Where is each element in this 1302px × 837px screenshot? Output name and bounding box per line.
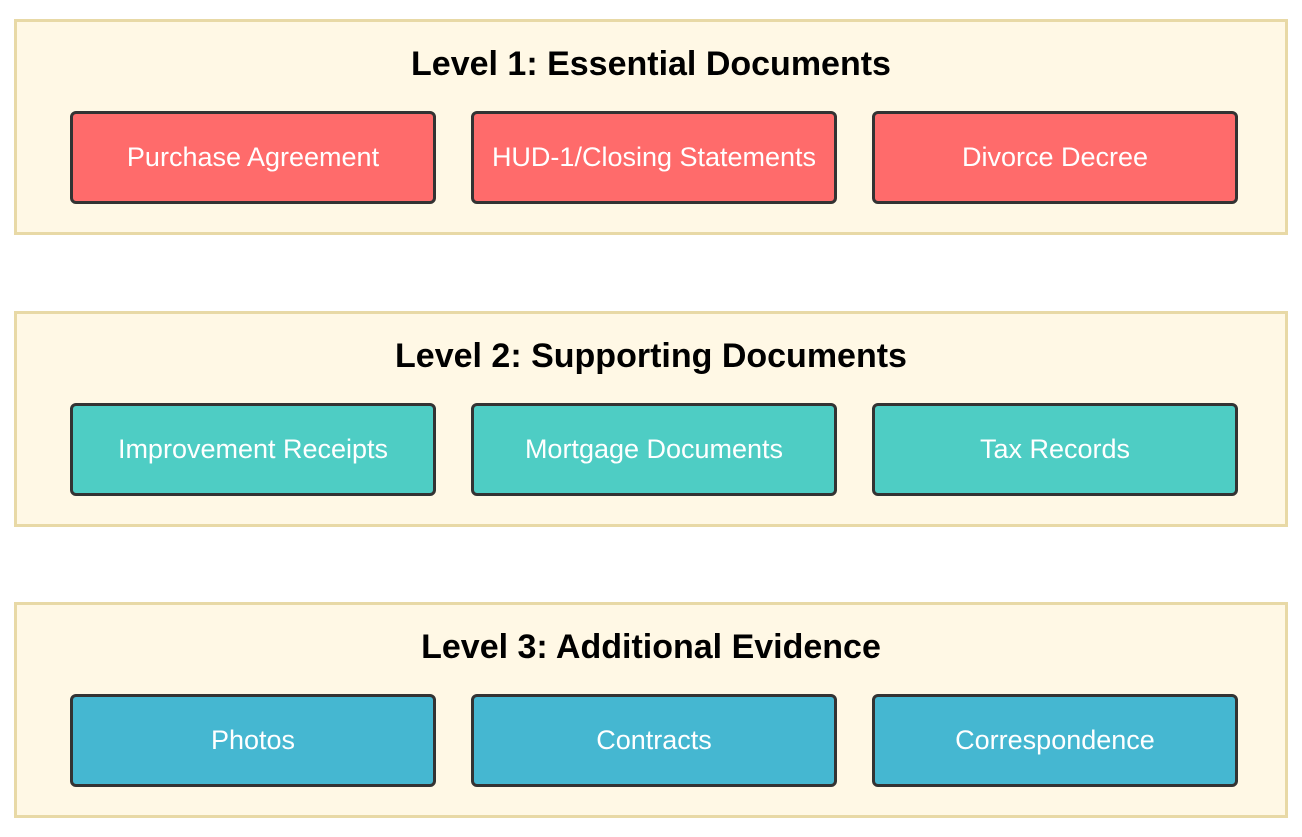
purchase-agreement-box: Purchase Agreement bbox=[70, 111, 436, 204]
divorce-decree-box: Divorce Decree bbox=[872, 111, 1238, 204]
level-3-panel: Level 3: Additional Evidence Photos Cont… bbox=[14, 602, 1288, 818]
level-1-panel: Level 1: Essential Documents Purchase Ag… bbox=[14, 19, 1288, 235]
level-3-title: Level 3: Additional Evidence bbox=[421, 628, 881, 666]
contracts-box: Contracts bbox=[471, 694, 837, 787]
hud-1-closing-statements-box: HUD-1/Closing Statements bbox=[471, 111, 837, 204]
improvement-receipts-box: Improvement Receipts bbox=[70, 403, 436, 496]
correspondence-box: Correspondence bbox=[872, 694, 1238, 787]
mortgage-documents-box: Mortgage Documents bbox=[471, 403, 837, 496]
level-2-panel: Level 2: Supporting Documents Improvemen… bbox=[14, 311, 1288, 527]
level-1-title: Level 1: Essential Documents bbox=[411, 45, 891, 83]
photos-box: Photos bbox=[70, 694, 436, 787]
tax-records-box: Tax Records bbox=[872, 403, 1238, 496]
level-2-title: Level 2: Supporting Documents bbox=[395, 337, 907, 375]
